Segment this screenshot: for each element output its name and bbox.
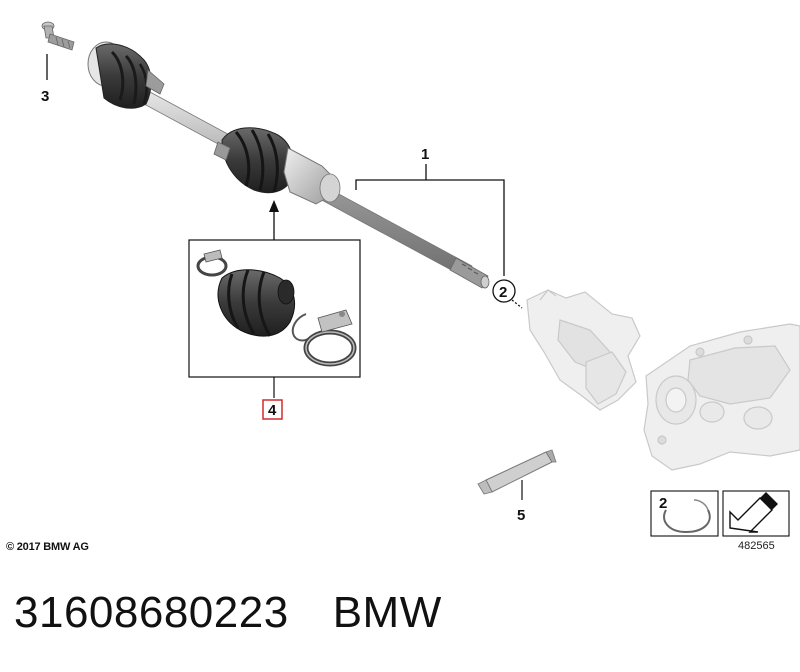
- part-number: 31608680223: [14, 588, 289, 637]
- callout-1: 1: [421, 146, 429, 163]
- grease-tube: [477, 449, 557, 500]
- diagram-number: 482565: [738, 540, 775, 552]
- copyright-text: © 2017 BMW AG: [6, 541, 89, 553]
- bolt-part: [41, 21, 75, 80]
- legend-replace-box: [722, 490, 790, 537]
- leader-lines: [355, 164, 523, 309]
- rubber-boot: [217, 269, 296, 337]
- callout-4-highlight: [262, 399, 283, 420]
- small-clamp: [196, 249, 228, 277]
- brand-label: BMW: [332, 588, 442, 637]
- inner-boot: [213, 127, 341, 205]
- part-caption: 31608680223 BMW: [14, 588, 442, 638]
- callout-4: 4: [268, 402, 277, 419]
- callout-2-circle: 2: [492, 279, 516, 303]
- outer-cv-joint: [87, 41, 165, 109]
- callout-3: 3: [41, 88, 49, 105]
- drive-shaft: [87, 41, 490, 289]
- callout-2: 2: [499, 284, 507, 301]
- large-clamp: [303, 309, 357, 367]
- boot-kit-box: [188, 200, 361, 398]
- callout-5: 5: [517, 507, 525, 524]
- legend-callout-2: 2: [659, 495, 667, 512]
- legend-circlip-box: 2: [650, 490, 719, 537]
- gearbox-ghost: [526, 289, 800, 471]
